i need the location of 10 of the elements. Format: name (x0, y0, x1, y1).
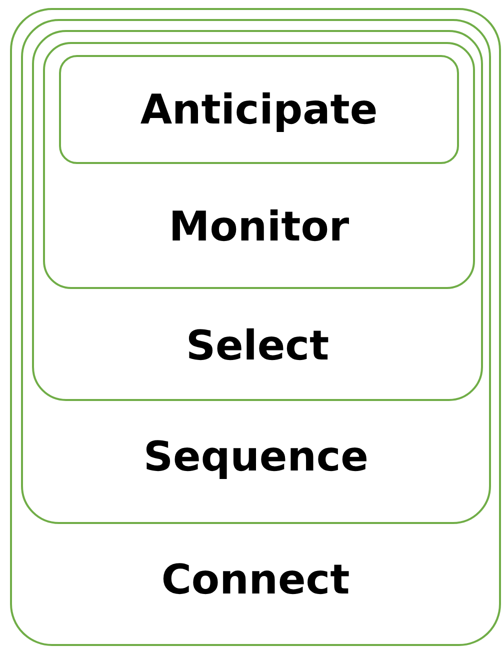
rounded-box (21, 19, 491, 524)
box-label: Sequence (144, 434, 368, 480)
rounded-box (43, 42, 475, 289)
box-label: Anticipate (140, 87, 378, 133)
rounded-box (10, 8, 501, 646)
rounded-box (59, 55, 459, 164)
rounded-box (32, 30, 483, 401)
box-label: Select (186, 323, 330, 369)
box-label: Connect (161, 557, 350, 603)
box-label: Monitor (168, 204, 350, 250)
